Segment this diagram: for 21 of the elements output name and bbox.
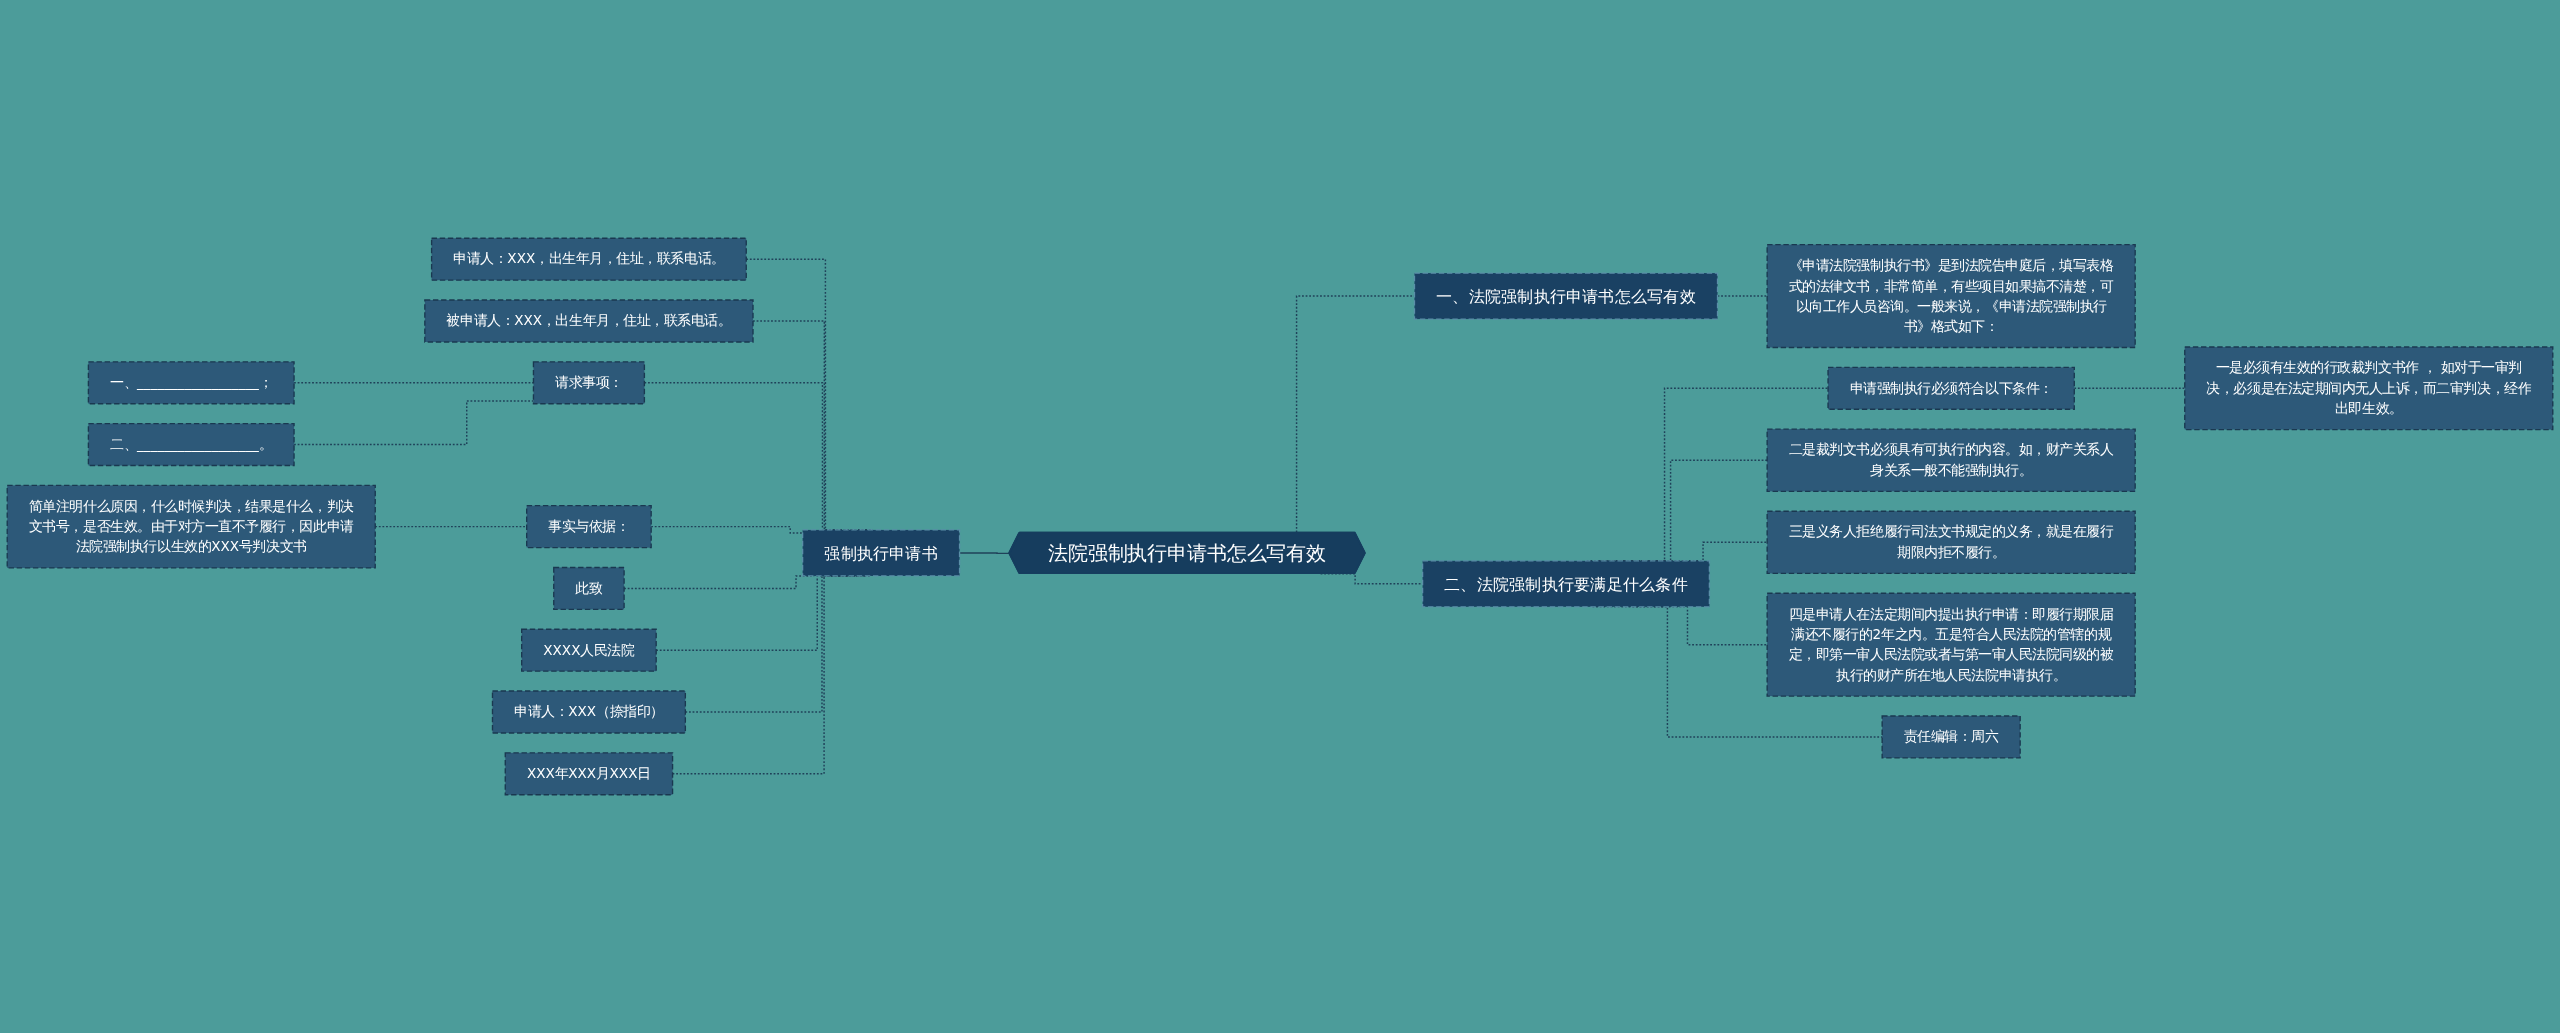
node-box: 申请人：XXX（捺指印） <box>491 690 687 734</box>
node-box: 三是义务人拒绝履行司法文书规定的义务，就是在履行期限内拒不履行。 <box>1766 510 2136 575</box>
node-box: 强制执行申请书 <box>801 529 961 577</box>
node-box: 责任编辑：周六 <box>1881 715 2021 759</box>
node-box: 被申请人：XXX，出生年月，住址，联系电话。 <box>424 299 754 343</box>
node-box: 此致 <box>553 566 625 611</box>
node-box: 申请强制执行必须符合以下条件： <box>1827 366 2075 410</box>
node-box: 二是裁判文书必须具有可执行的内容。如，财产关系人身关系一般不能强制执行。 <box>1766 428 2136 493</box>
node-box: 申请人：XXX，出生年月，住址，联系电话。 <box>430 237 747 281</box>
node-box: 一、__________________； <box>87 361 295 405</box>
node-box: 《申请法院强制执行书》是到法院告申庭后，填写表格式的法律文书，非常简单，有些项目如果搞不清楚，可以向工作人员咨询。一般来说，《申请法院强制执行书》格式如下： <box>1766 244 2136 349</box>
node-box: 事实与依据： <box>526 505 652 549</box>
node-box: 一、法院强制执行申请书怎么写有效 <box>1413 272 1719 320</box>
node-box: 二、法院强制执行要满足什么条件 <box>1421 560 1711 608</box>
node-box: 四是申请人在法定期间内提出执行申请：即履行期限届满还不履行的2年之内。五是符合人民法院的管辖的规定，即第一审人民法院或者与第一审人民法院同级的被执行的财产所在地人民法院申请执行。 <box>1766 592 2136 697</box>
node-box: 简单注明什么原因，什么时候判决，结果是什么，判决文书号，是否生效。由于对方一直不予履行，因此申请法院强制执行以生效的XXX号判决文书 <box>6 484 376 569</box>
node-box: 一是必须有生效的行政裁判文书作 ， 如对于一审判决，必须是在法定期间内无人上诉，而二审判决，经作出即生效。 <box>2184 346 2554 431</box>
node-box: XXXX人民法院 <box>521 628 657 672</box>
node-box: 请求事项： <box>532 361 646 405</box>
node-box: 二、__________________。 <box>87 422 295 467</box>
node-box: XXX年XXX月XXX日 <box>504 752 674 796</box>
